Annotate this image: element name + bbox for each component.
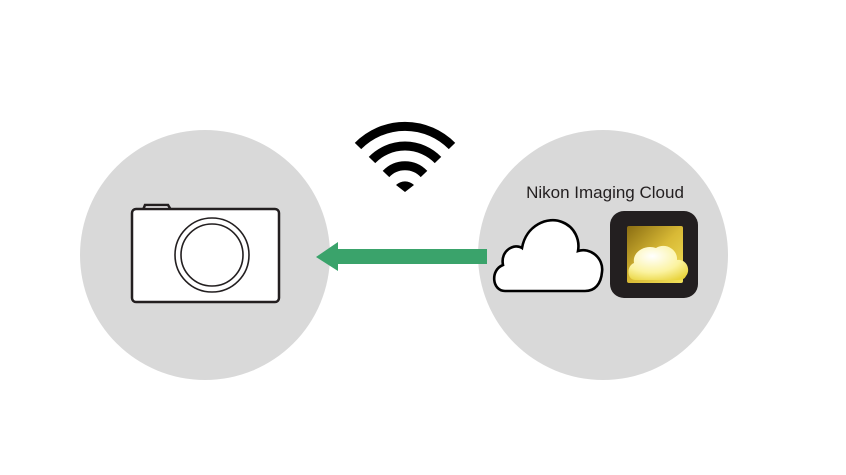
nikon-imaging-cloud-app-icon bbox=[610, 211, 698, 298]
wifi-icon bbox=[354, 121, 456, 192]
arrow-left-icon bbox=[316, 242, 487, 271]
cloud-icon bbox=[492, 218, 604, 293]
camera-icon bbox=[130, 203, 281, 304]
service-label: Nikon Imaging Cloud bbox=[526, 183, 684, 202]
cloud-circle bbox=[478, 130, 728, 380]
